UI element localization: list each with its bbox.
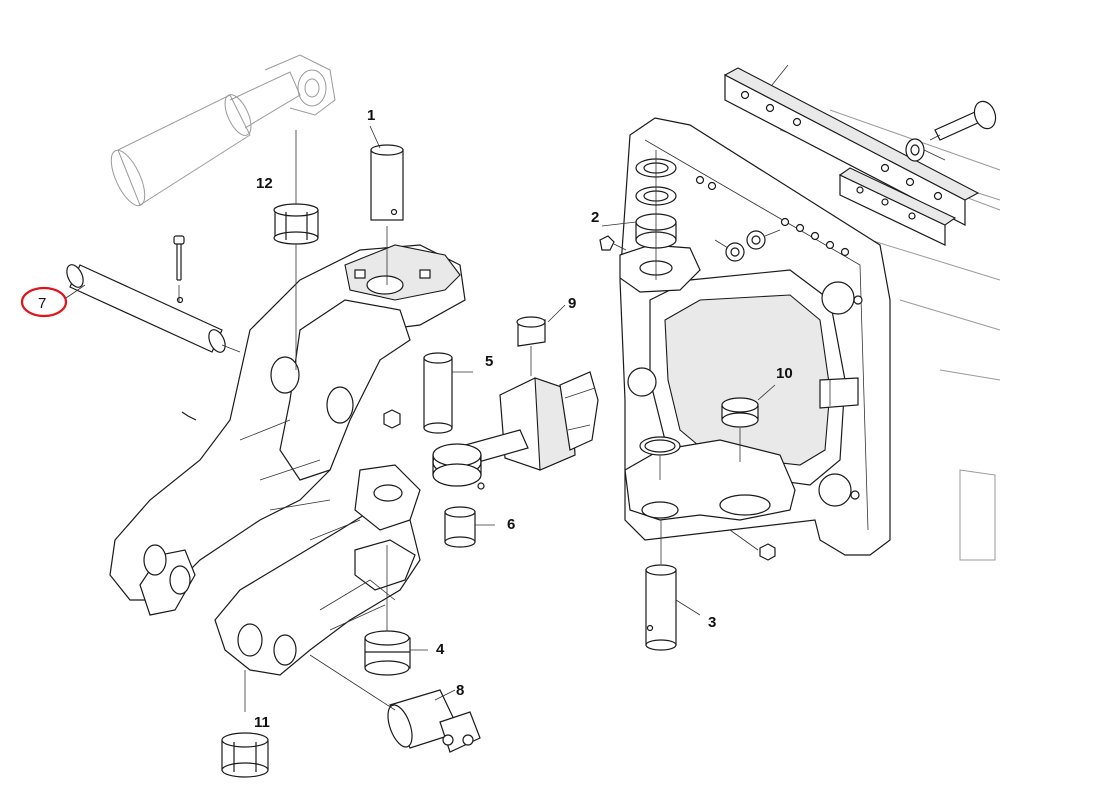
bush-12	[273, 130, 319, 370]
pin-8	[309, 654, 481, 753]
bush-4	[364, 545, 428, 676]
callout-4: 4	[436, 641, 445, 658]
pin-1	[370, 144, 404, 285]
callout-8: 8	[456, 682, 464, 699]
bush-6	[444, 506, 495, 548]
callout-5: 5	[485, 353, 493, 370]
pin-7	[66, 264, 241, 353]
nut-lower	[729, 529, 776, 561]
bush-stack-2	[599, 150, 677, 280]
bolt-and-washer	[905, 100, 997, 162]
top-linkage-bar	[723, 64, 980, 246]
callout-10: 10	[776, 365, 793, 382]
callout-11: 11	[254, 714, 270, 731]
callout-9: 9	[568, 295, 576, 312]
callout-6: 6	[507, 516, 515, 533]
bush-10	[721, 384, 776, 462]
retaining-bolt	[173, 235, 185, 302]
callout-3: 3	[708, 614, 716, 631]
lift-arm-frame	[109, 244, 466, 676]
pin-3	[645, 520, 701, 651]
callout-12: 12	[256, 175, 273, 192]
callout-2: 2	[591, 209, 599, 226]
bush-11	[221, 670, 269, 778]
callout-7-highlight: 7	[20, 284, 86, 318]
collar-and-shaft	[432, 429, 529, 490]
grease-nipple-left	[181, 409, 401, 429]
washers	[714, 229, 781, 262]
hydraulic-cylinder-ghost	[110, 54, 336, 207]
callout-1: 1	[367, 107, 375, 124]
callout-7: 7	[38, 295, 46, 312]
pin-5	[423, 352, 473, 434]
ring-clip	[639, 436, 681, 519]
